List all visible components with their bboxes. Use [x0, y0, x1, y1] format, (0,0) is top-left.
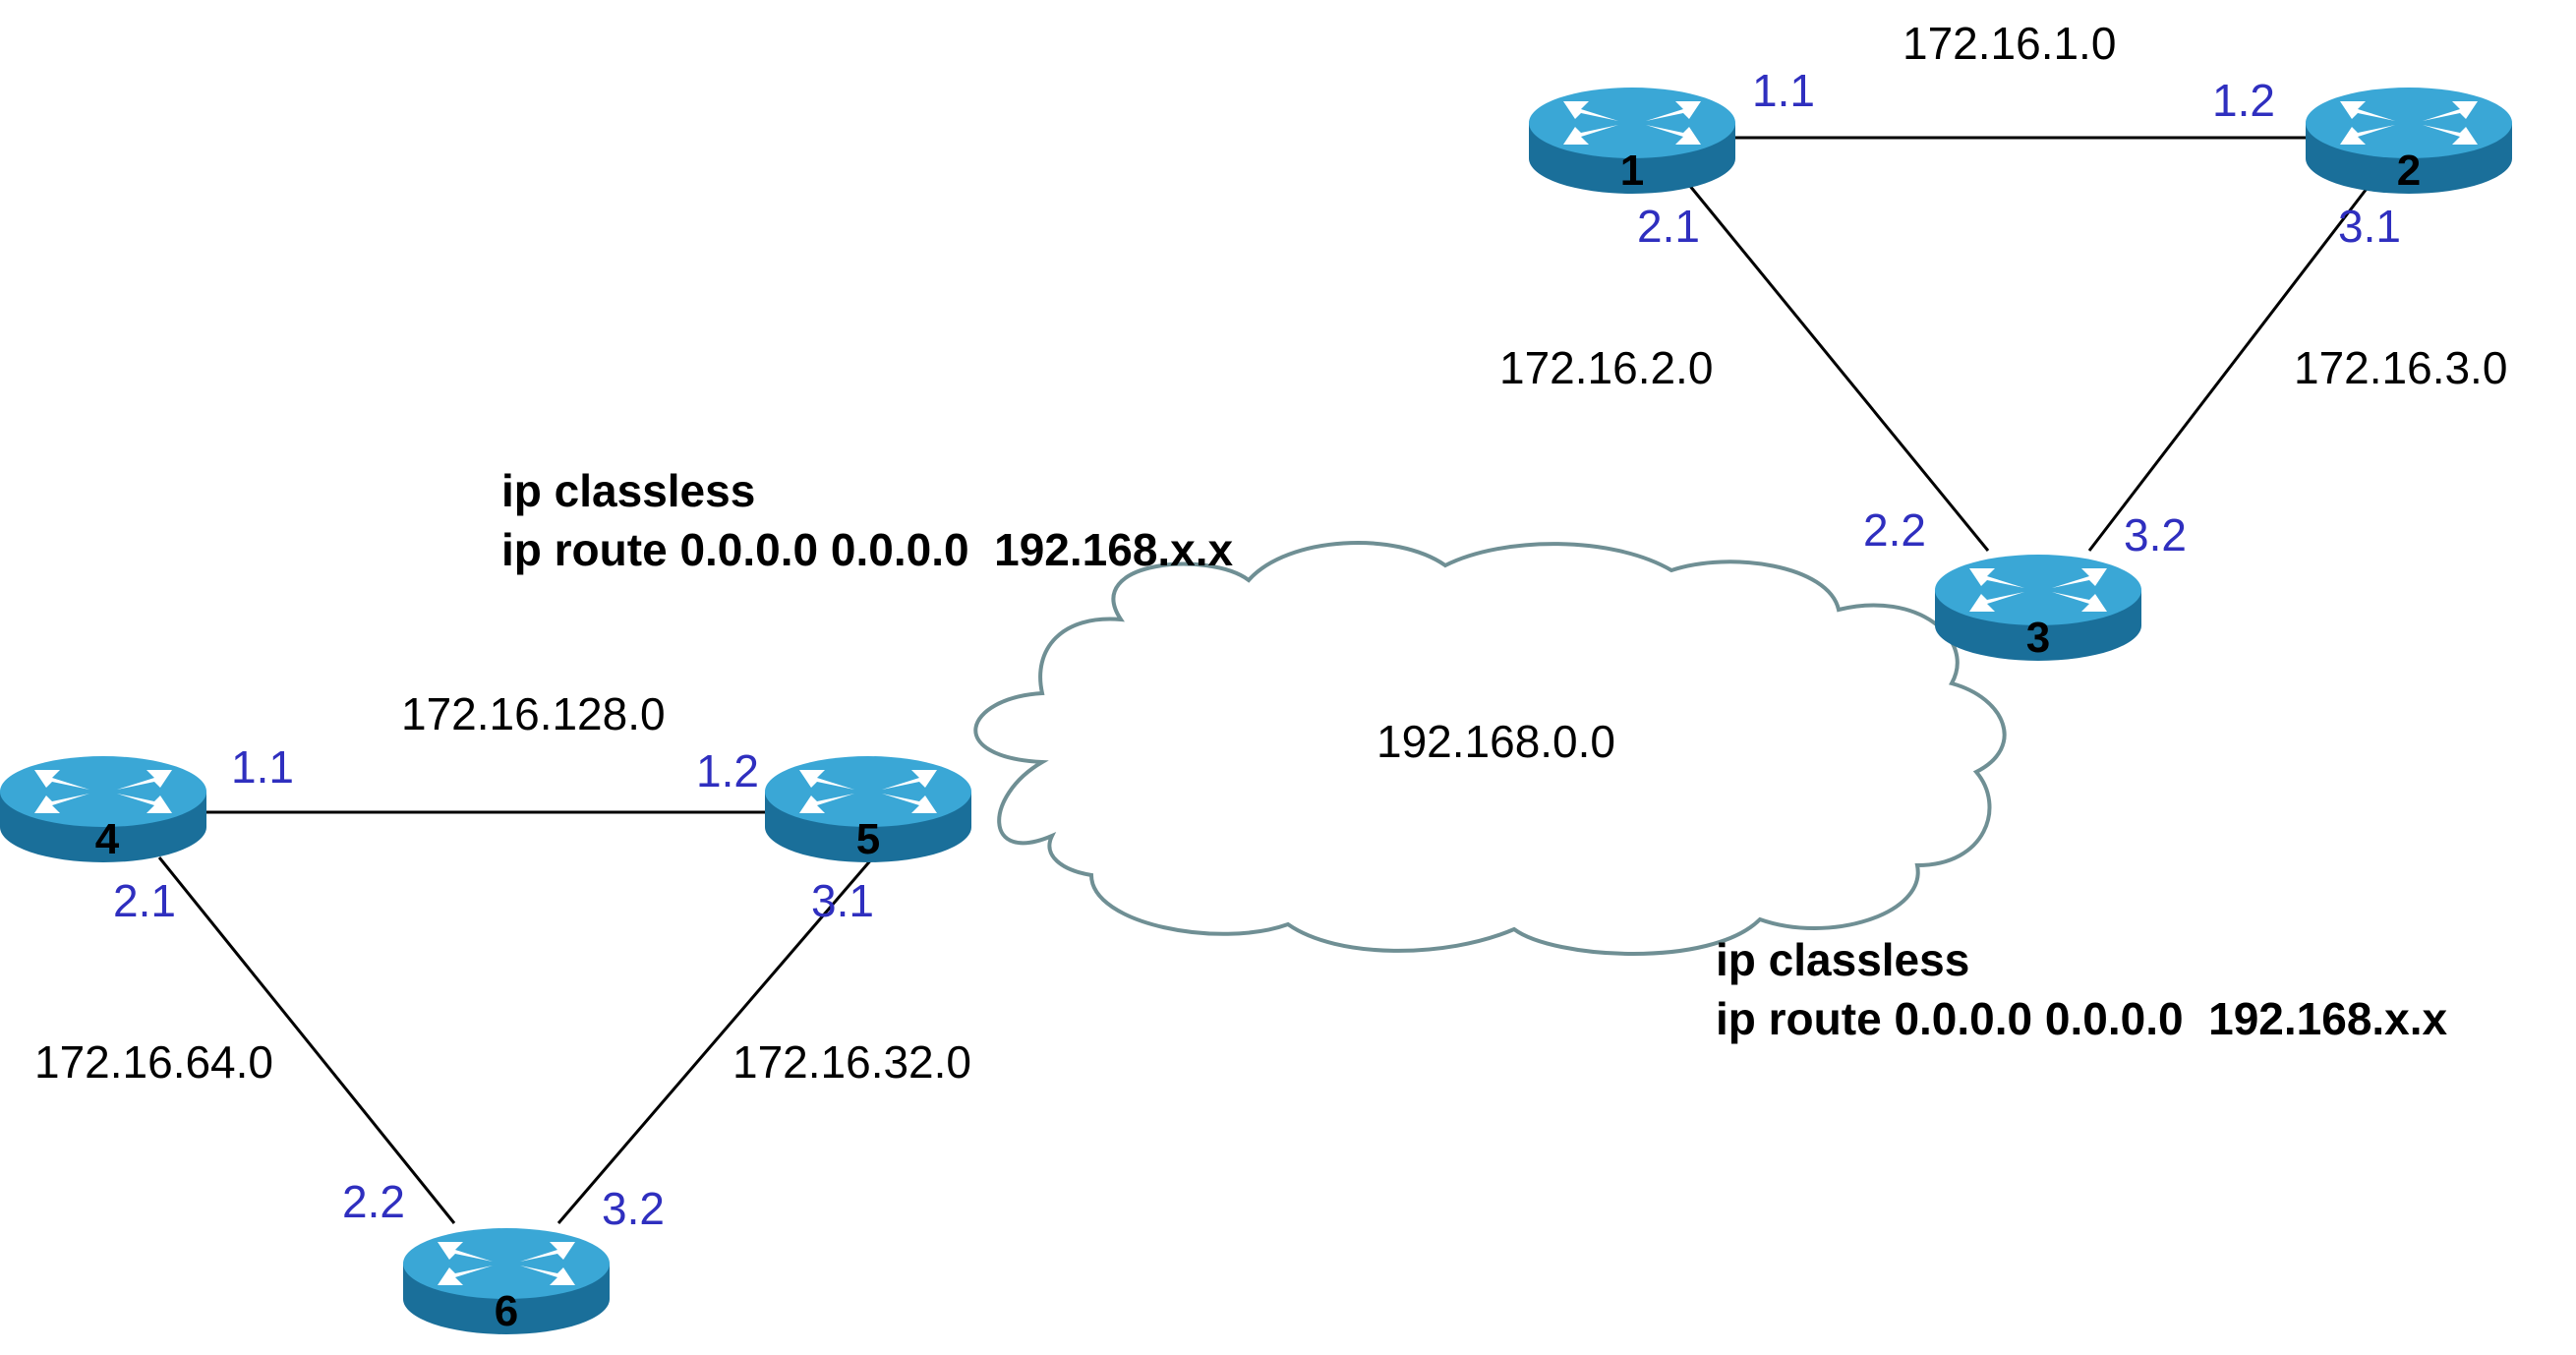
router-number-1: 1: [1620, 147, 1644, 195]
router-number-2: 2: [2397, 147, 2421, 195]
interface-label-r2-1-2: 1.2: [2212, 75, 2275, 126]
interface-label-r5-1-2: 1.2: [696, 745, 759, 796]
network-label-172-16-32-0: 172.16.32.0: [732, 1036, 971, 1088]
interface-label-r2-3-1: 3.1: [2338, 201, 2401, 252]
network-label-172-16-64-0: 172.16.64.0: [34, 1036, 273, 1088]
config-left-line-2: ip route 0.0.0.0 0.0.0.0 192.168.x.x: [501, 524, 1234, 575]
link-r1-r3: [1687, 184, 1990, 552]
link-r4-r6: [157, 856, 456, 1224]
router-6[interactable]: 6: [403, 1228, 610, 1335]
link-r2-r3: [2087, 184, 2371, 552]
network-labels: 172.16.1.0 172.16.2.0 172.16.3.0 172.16.…: [34, 18, 2507, 1088]
interface-label-r3-2-2: 2.2: [1863, 504, 1926, 556]
interface-label-r1-2-1: 2.1: [1637, 201, 1700, 252]
router-2[interactable]: 2: [2306, 88, 2512, 195]
router-number-6: 6: [495, 1287, 518, 1335]
network-label-cloud: 192.168.0.0: [1376, 716, 1615, 767]
interface-label-r4-2-1: 2.1: [113, 875, 176, 926]
router-4[interactable]: 4: [0, 756, 206, 863]
router-number-5: 5: [856, 815, 880, 863]
interface-label-r3-3-2: 3.2: [2124, 509, 2187, 560]
router-number-4: 4: [95, 815, 120, 863]
interface-label-r6-2-2: 2.2: [342, 1176, 405, 1227]
wan-cloud: [973, 541, 2007, 956]
router-number-3: 3: [2026, 614, 2050, 662]
network-label-172-16-1-0: 172.16.1.0: [1903, 18, 2116, 69]
config-left: ip classless ip route 0.0.0.0 0.0.0.0 19…: [501, 465, 1234, 575]
router-5[interactable]: 5: [765, 756, 971, 863]
config-right-line-2: ip route 0.0.0.0 0.0.0.0 192.168.x.x: [1716, 993, 2448, 1044]
network-label-172-16-128-0: 172.16.128.0: [401, 688, 666, 739]
interface-label-r5-3-1: 3.1: [811, 875, 874, 926]
network-label-172-16-2-0: 172.16.2.0: [1499, 342, 1713, 393]
interface-label-r4-1-1: 1.1: [231, 741, 294, 793]
routers: 1 2 3 4 5 6: [0, 88, 2512, 1335]
config-right: ip classless ip route 0.0.0.0 0.0.0.0 19…: [1716, 934, 2448, 1044]
network-label-172-16-3-0: 172.16.3.0: [2294, 342, 2507, 393]
interface-labels: 1.1 1.2 2.1 3.1 2.2 3.2 1.1 1.2 2.1 3.1 …: [113, 65, 2401, 1234]
config-right-line-1: ip classless: [1716, 934, 1969, 985]
link-r5-r6: [556, 856, 875, 1224]
links: [157, 136, 2371, 1224]
config-left-line-1: ip classless: [501, 465, 755, 516]
router-1[interactable]: 1: [1529, 88, 1735, 195]
router-3[interactable]: 3: [1935, 555, 2141, 662]
interface-label-r1-1-1: 1.1: [1752, 65, 1815, 116]
interface-label-r6-3-2: 3.2: [602, 1183, 665, 1234]
